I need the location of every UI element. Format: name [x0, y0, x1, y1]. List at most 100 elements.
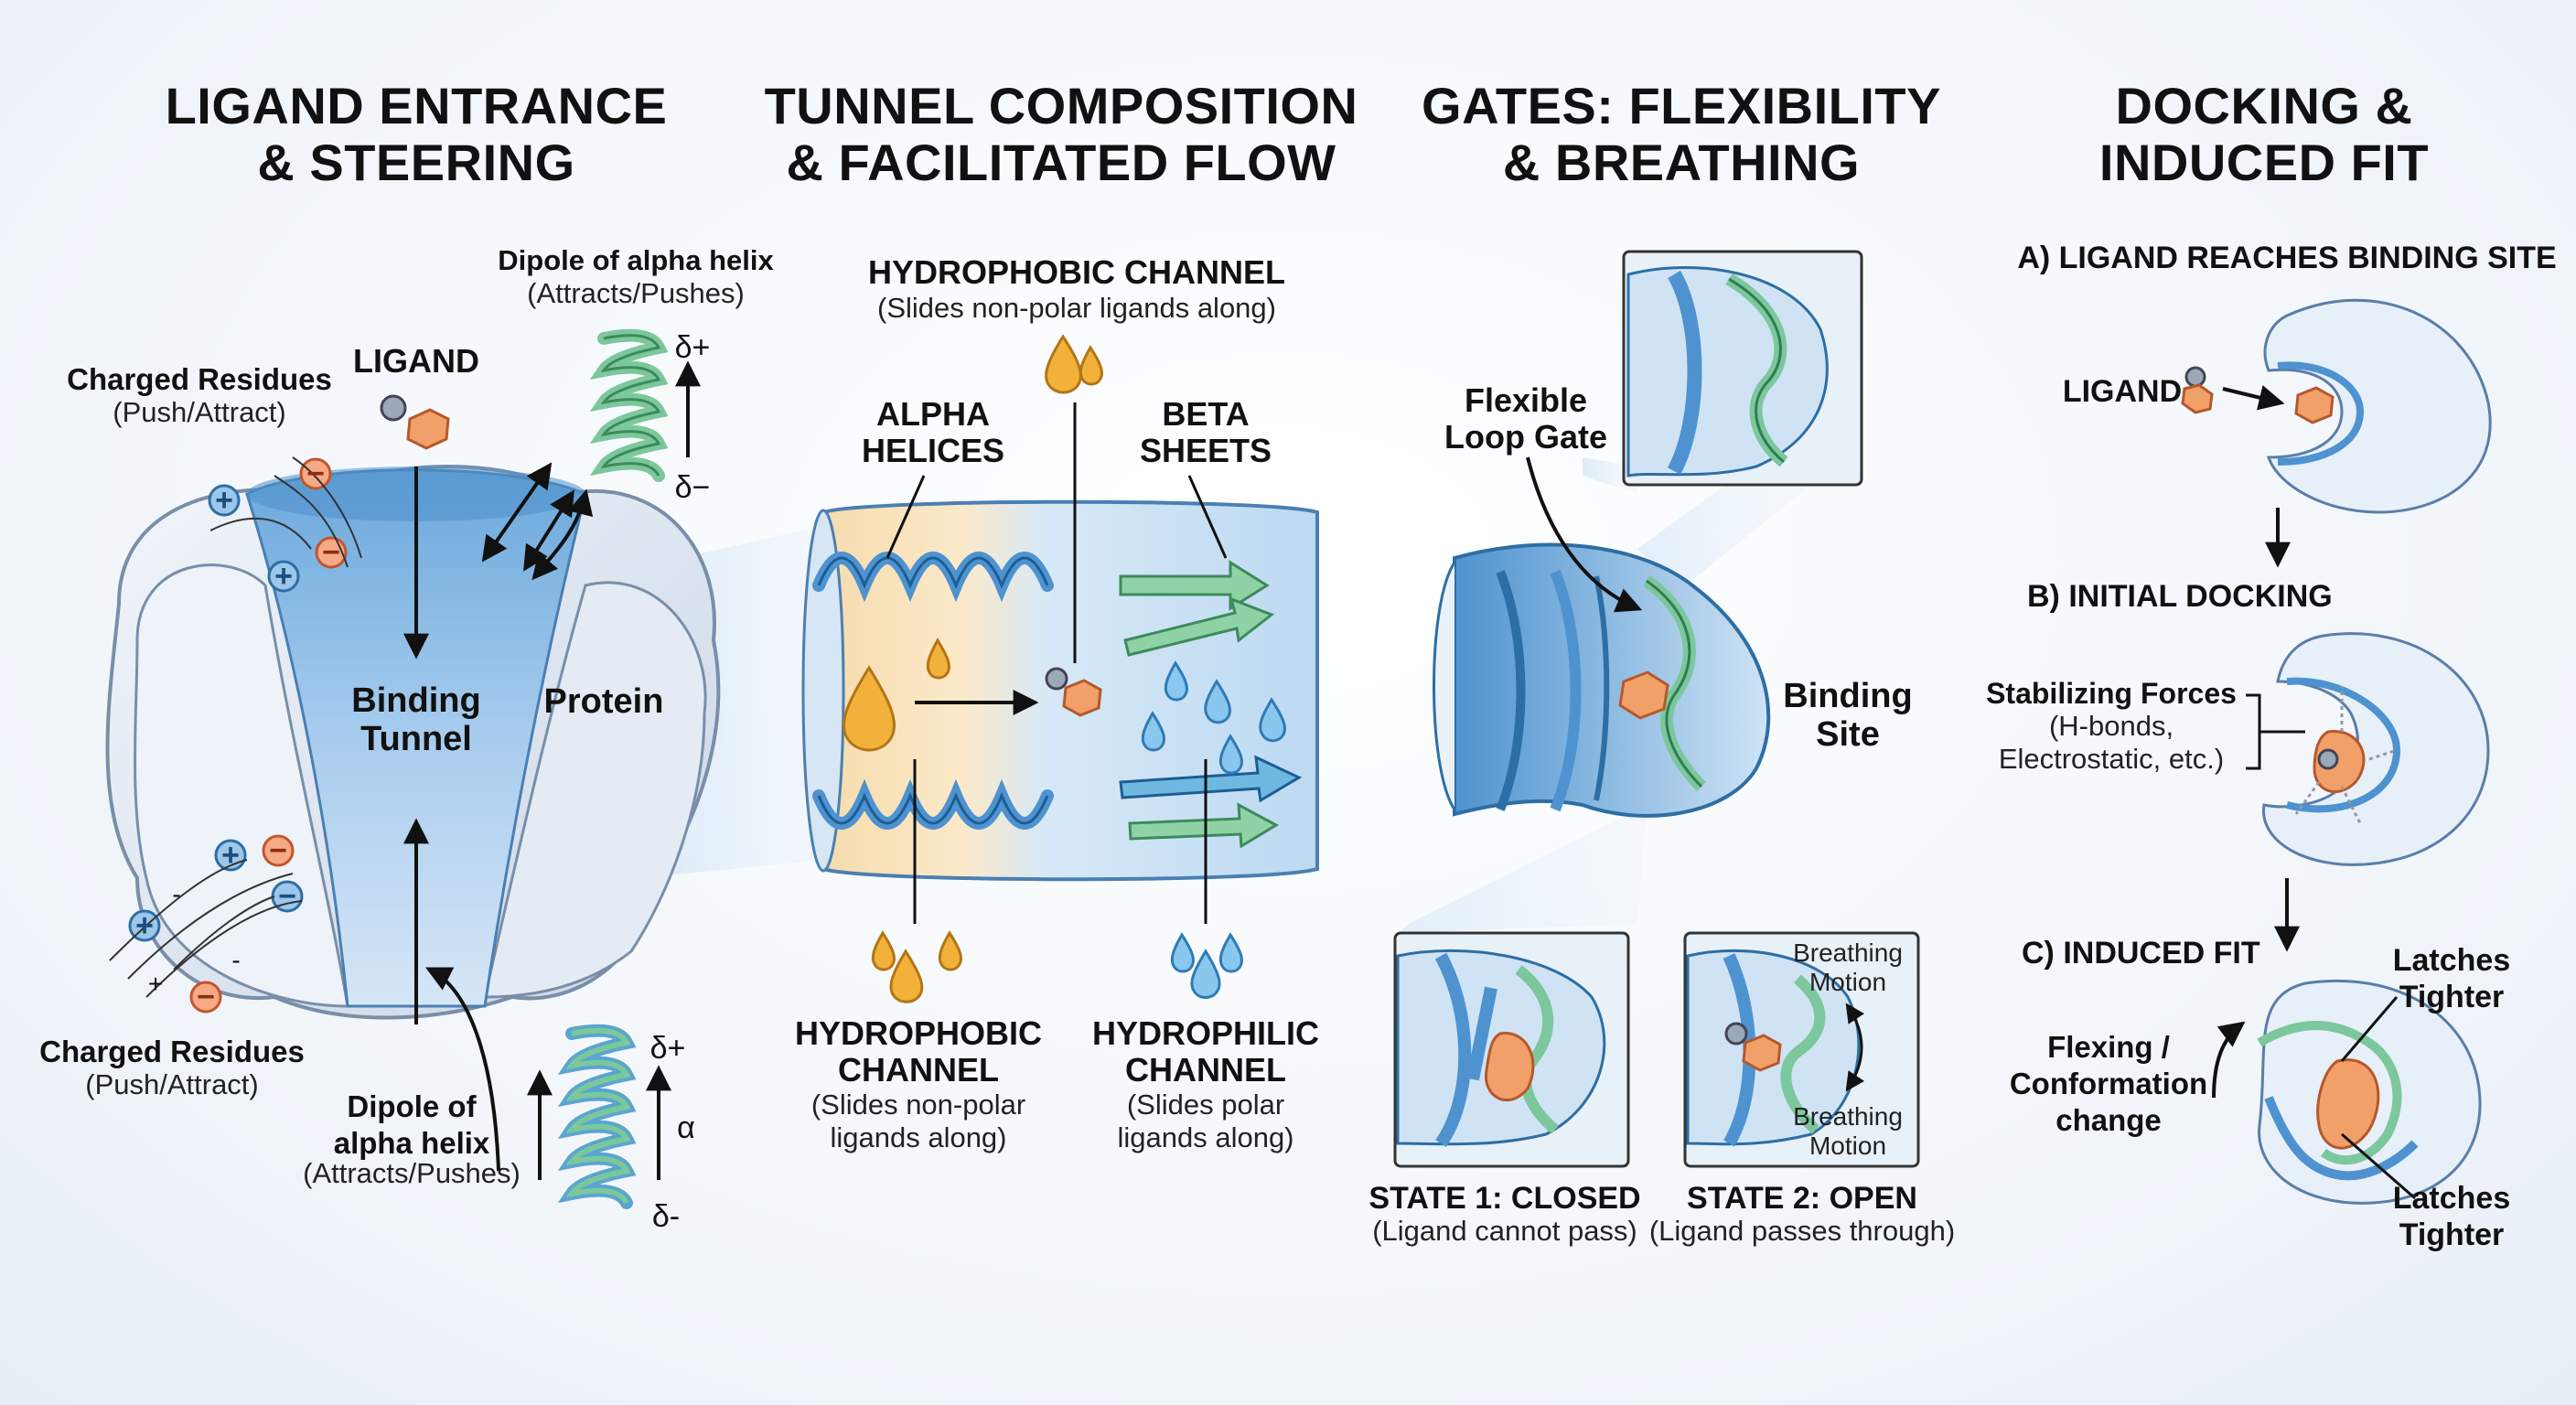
composition-title: TUNNEL COMPOSITION & FACILITATED FLOW — [765, 78, 1358, 191]
minus-charge-icon — [262, 834, 295, 867]
stabilizing-label: Stabilizing Forces — [1986, 677, 2237, 710]
composition-title-line2: & FACILITATED FLOW — [786, 134, 1336, 191]
latch-leader-bottom — [2341, 1132, 2416, 1200]
binding-site-line1: Binding — [1783, 677, 1913, 715]
docking-title-line1: DOCKING & — [2115, 77, 2413, 134]
leader-beta — [1187, 475, 1228, 559]
dipole-top-label: Dipole of alpha helix — [498, 244, 774, 276]
binding-tunnel-line2: Tunnel — [360, 720, 472, 758]
dipole-bottom-line2: alpha helix — [333, 1126, 490, 1160]
latches-top-line1: Latches — [2392, 943, 2511, 978]
hydrophilic-sub1: (Slides polar — [1126, 1089, 1285, 1121]
hydrophilic-line1: HYDROPHILIC — [1091, 1014, 1320, 1052]
hydrophobic-bottom-line2: CHANNEL — [838, 1051, 999, 1089]
ligand-molecule-1 — [380, 394, 450, 450]
hydrophilic-label: HYDROPHILIC CHANNEL — [1092, 1015, 1319, 1089]
charged-bottom-label: Charged Residues — [39, 1035, 305, 1068]
minus-sign: − — [278, 879, 296, 914]
latches-bottom-line2: Tighter — [2399, 1217, 2505, 1252]
state-open-box — [1683, 931, 1920, 1168]
dipole-bottom-label: Dipole of alpha helix — [334, 1089, 490, 1162]
binding-site-line2: Site — [1816, 715, 1880, 754]
loop-gate-line2: Loop Gate — [1444, 418, 1607, 456]
delta-minus-top: δ− — [674, 470, 711, 505]
hydrophilic-line2: CHANNEL — [1124, 1051, 1286, 1089]
gates-title-line2: & BREATHING — [1502, 134, 1861, 191]
hydrophobic-bottom-sub2: ligands along) — [830, 1121, 1007, 1153]
state-closed-box — [1393, 931, 1630, 1168]
minus-charge-icon — [299, 457, 332, 490]
charged-top-sub: (Push/Attract) — [113, 396, 286, 428]
bottom-blue-droplets — [1170, 932, 1244, 999]
stabilizing-sub2: Electrostatic, etc.) — [1998, 743, 2225, 775]
minus-sign: − — [197, 980, 215, 1014]
delta-minus-bottom: δ- — [651, 1199, 681, 1234]
state2-sub: (Ligand passes through) — [1648, 1215, 1956, 1247]
latches-top-label: Latches Tighter — [2393, 942, 2511, 1015]
latch-leader-top — [2340, 996, 2399, 1062]
hydrophilic-sub: (Slides polar ligands along) — [1117, 1089, 1293, 1154]
docking-ligand-label: LIGAND — [2062, 374, 2183, 409]
alpha-helices-line2: HELICES — [861, 432, 1005, 469]
minus-charge-icon — [189, 981, 222, 1014]
field-minus-sign: - — [172, 880, 181, 908]
gates-title: GATES: FLEXIBILITY & BREATHING — [1422, 78, 1941, 191]
zoom-cone-3 — [1400, 805, 1647, 933]
alpha-symbol: α — [677, 1110, 695, 1145]
steering-arrow-3 — [531, 488, 594, 581]
docking-pocket-c — [2257, 979, 2482, 1205]
beta-sheets-label: BETA SHEETS — [1140, 396, 1272, 469]
docking-pocket-b — [2261, 632, 2490, 866]
hydrophobic-droplet-large — [843, 665, 896, 752]
ligand-label: LIGAND — [353, 342, 479, 380]
gate-zoom-box — [1622, 250, 1863, 487]
docking-title: DOCKING & INDUCED FIT — [2099, 78, 2429, 191]
breathing-bottom-line2: Motion — [1809, 1132, 1887, 1160]
binding-tunnel-line1: Binding — [351, 681, 481, 720]
binding-tunnel-label: Binding Tunnel — [351, 681, 480, 758]
binding-site-label: Binding Site — [1783, 677, 1912, 754]
hydrophobic-bottom-sub: (Slides non-polar ligands along) — [811, 1089, 1025, 1154]
minus-sign: − — [322, 535, 340, 570]
hydrophobic-top-sub: (Slides non-polar ligands along) — [877, 292, 1276, 324]
alpha-helices-line1: ALPHA — [876, 395, 990, 433]
bottom-charge-group — [109, 834, 304, 1014]
plus-sign: + — [135, 908, 154, 943]
bottom-gold-droplets — [871, 930, 963, 1003]
delta-plus-bottom: δ+ — [649, 1031, 686, 1066]
latches-bottom-line1: Latches — [2392, 1181, 2511, 1216]
breathing-bottom-line1: Breathing — [1793, 1102, 1903, 1131]
dipole-top-sub: (Attracts/Pushes) — [527, 277, 745, 309]
leader-alpha — [886, 475, 926, 559]
entrance-title-line2: & STEERING — [257, 134, 575, 191]
breathing-top-line1: Breathing — [1793, 938, 1903, 967]
hydrophilic-sub2: ligands along) — [1117, 1121, 1294, 1153]
ligand-approach-arrow — [2222, 385, 2285, 411]
minus-sign: − — [269, 833, 287, 868]
hydrophobic-bottom-line1: HYDROPHOBIC — [794, 1014, 1043, 1052]
dipole-curve-arrow — [424, 967, 500, 1172]
protein-label: Protein — [543, 682, 664, 721]
steering-arrow-1 — [481, 462, 553, 563]
delta-plus-top: δ+ — [674, 330, 711, 365]
plus-charge-icon — [208, 484, 241, 517]
entrance-title: LIGAND ENTRANCE & STEERING — [166, 78, 668, 191]
top-charge-group — [208, 456, 362, 593]
flexing-line3: change — [2055, 1103, 2162, 1137]
breathing-top-line2: Motion — [1809, 968, 1887, 996]
alpha-helices-label: ALPHA HELICES — [862, 396, 1004, 469]
flexing-arrow — [2212, 1021, 2246, 1099]
step-c-label: C) INDUCED FIT — [2022, 936, 2260, 971]
ligand-molecule-2 — [1045, 667, 1102, 717]
hydrophilic-droplets — [1141, 660, 1286, 775]
flexing-line1: Flexing / — [2047, 1030, 2170, 1064]
plus-sign: + — [274, 559, 293, 594]
beta-sheets-line2: SHEETS — [1139, 432, 1272, 469]
breathing-top-label: Breathing Motion — [1793, 938, 1903, 997]
plus-sign: + — [221, 838, 240, 873]
ligand-molecule-a — [2181, 366, 2214, 414]
state2-label: STATE 2: OPEN — [1687, 1181, 1917, 1216]
flexing-line2: Conformation — [2009, 1067, 2208, 1100]
hydrophobic-droplet-small — [926, 638, 951, 680]
